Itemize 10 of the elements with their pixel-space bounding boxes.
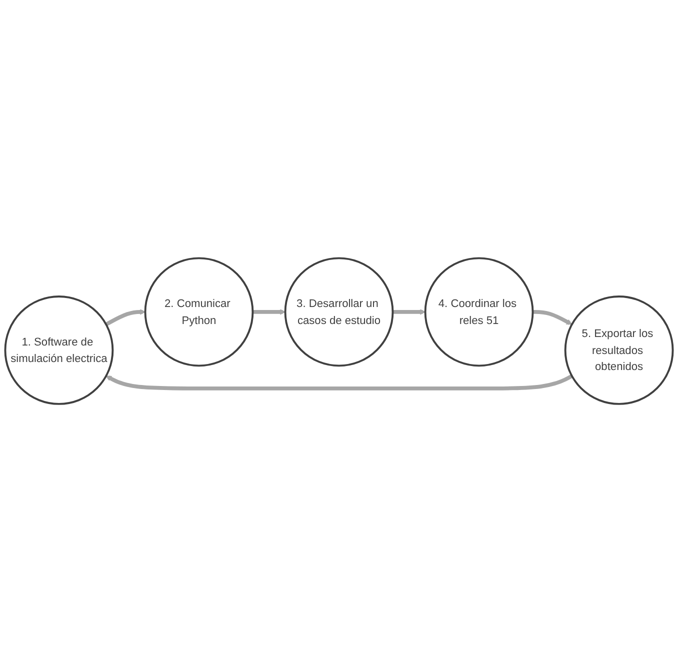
node-circle: 1. Software de simulación electrica	[4, 295, 114, 405]
arrow	[392, 309, 426, 315]
arrow	[252, 309, 286, 315]
arrow	[532, 310, 572, 325]
arrow	[106, 374, 573, 390]
arrow	[105, 309, 146, 326]
node-circle: 5. Exportar los resultados obtenidos	[564, 295, 674, 405]
node-circle: 2. Comunicar Python	[144, 257, 254, 367]
node-circle: 3. Desarrollar un casos de estudio	[284, 257, 394, 367]
node-circle: 4. Coordinar los reles 51	[424, 257, 534, 367]
